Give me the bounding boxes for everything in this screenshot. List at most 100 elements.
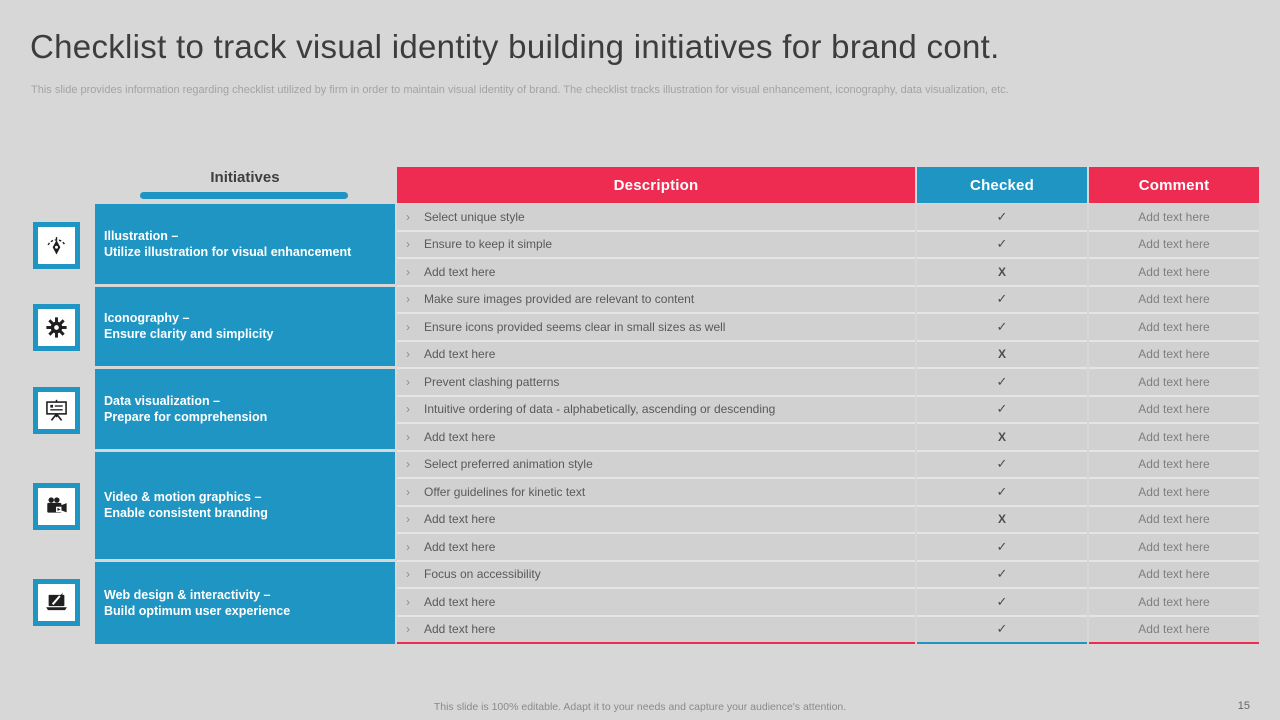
description-text: Add text here bbox=[424, 539, 496, 554]
chevron-bullet: › bbox=[406, 347, 410, 362]
check-mark: ✓ bbox=[917, 231, 1087, 259]
bottom-border-comment bbox=[1089, 641, 1259, 644]
comment-cell[interactable]: Add text here bbox=[1089, 231, 1259, 259]
description-text: Select preferred animation style bbox=[424, 457, 593, 472]
chevron-bullet: › bbox=[406, 484, 410, 499]
bottom-border-checked bbox=[917, 641, 1087, 644]
comment-cell[interactable]: Add text here bbox=[1089, 561, 1259, 589]
description-cell[interactable]: ›Add text here bbox=[397, 506, 915, 534]
comment-cell[interactable]: Add text here bbox=[1089, 479, 1259, 507]
video-camera-icon bbox=[33, 483, 80, 530]
description-text: Make sure images provided are relevant t… bbox=[424, 292, 695, 307]
description-cell[interactable]: ›Add text here bbox=[397, 616, 915, 644]
initiative-group: Iconography – Ensure clarity and simplic… bbox=[33, 286, 1259, 370]
chevron-bullet: › bbox=[406, 429, 410, 444]
chevron-bullet: › bbox=[406, 292, 410, 307]
initiative-panel: Web design & interactivity – Build optim… bbox=[95, 561, 395, 644]
table-row: ›Add text here✓Add text here bbox=[397, 616, 1259, 644]
description-text: Add text here bbox=[424, 594, 496, 609]
table-row: ›Add text here✓Add text here bbox=[397, 589, 1259, 617]
comment-cell[interactable]: Add text here bbox=[1089, 534, 1259, 562]
table-bottom-border bbox=[397, 641, 1259, 644]
description-cell: ›Select unique style bbox=[397, 204, 915, 232]
pen-tool-icon bbox=[33, 221, 80, 269]
initiative-panel: Data visualization – Prepare for compreh… bbox=[95, 369, 395, 452]
initiative-panel: Illustration – Utilize illustration for … bbox=[95, 204, 395, 287]
table-row: › Ensure icons provided seems clear in sm… bbox=[397, 314, 1259, 342]
description-text: Focus on accessibility bbox=[424, 567, 541, 582]
cross-mark: X bbox=[917, 424, 1087, 452]
initiative-subtitle: Build optimum user experience bbox=[104, 603, 291, 618]
page-number: 15 bbox=[1237, 700, 1250, 712]
description-text: Select unique style bbox=[424, 209, 525, 224]
check-mark: ✓ bbox=[917, 396, 1087, 424]
check-mark: ✓ bbox=[917, 589, 1087, 617]
chevron-bullet: › bbox=[406, 594, 410, 609]
checklist-table: Illustration – Utilize illustration for … bbox=[33, 204, 1259, 644]
gear-icon bbox=[33, 304, 80, 352]
table-row: › Make sure images provided are relevant … bbox=[397, 286, 1259, 314]
table-row: › Focus on accessibility ✓Add text here bbox=[397, 561, 1259, 589]
chevron-bullet: › bbox=[406, 319, 410, 334]
description-cell: › Intuitive ordering of data - alphabetic… bbox=[397, 396, 915, 424]
initiative-title: Web design & interactivity – bbox=[104, 587, 271, 602]
description-cell[interactable]: ›Add text here bbox=[397, 534, 915, 562]
comment-cell[interactable]: Add text here bbox=[1089, 369, 1259, 397]
cross-mark: X bbox=[917, 341, 1087, 369]
description-text: Add text here bbox=[424, 622, 496, 637]
comment-cell[interactable]: Add text here bbox=[1089, 589, 1259, 617]
description-cell: › Ensure icons provided seems clear in sm… bbox=[397, 314, 915, 342]
initiative-panel: Iconography – Ensure clarity and simplic… bbox=[95, 286, 395, 370]
chevron-bullet: › bbox=[406, 402, 410, 417]
description-cell: › Make sure images provided are relevant … bbox=[397, 286, 915, 314]
check-mark: ✓ bbox=[917, 314, 1087, 342]
initiative-subtitle: Enable consistent branding bbox=[104, 506, 268, 520]
header-checked: Checked bbox=[917, 167, 1087, 203]
comment-cell[interactable]: Add text here bbox=[1089, 341, 1259, 369]
comment-cell[interactable]: Add text here bbox=[1089, 204, 1259, 232]
cross-mark: X bbox=[917, 259, 1087, 287]
footer-note: This slide is 100% editable. Adapt it to… bbox=[433, 701, 847, 713]
initiatives-underline bbox=[140, 192, 348, 199]
description-text: Offer guidelines for kinetic text bbox=[424, 484, 586, 499]
chevron-bullet: › bbox=[406, 264, 410, 279]
description-text: Prevent clashing patterns bbox=[424, 374, 560, 389]
initiative-rows: ›Focus on accessibility✓Add text here›Ad… bbox=[397, 561, 1259, 644]
description-cell[interactable]: › Add text here bbox=[397, 589, 915, 617]
description-cell: ›Prevent clashing patterns bbox=[397, 369, 915, 397]
comment-cell[interactable]: Add text here bbox=[1089, 451, 1259, 479]
initiative-icon-cell bbox=[33, 452, 95, 562]
comment-cell[interactable]: Add text here bbox=[1089, 396, 1259, 424]
comment-cell[interactable]: Add text here bbox=[1089, 314, 1259, 342]
initiative-subtitle: Prepare for comprehension bbox=[104, 409, 268, 424]
table-row: ›Select preferred animation style✓Add te… bbox=[397, 451, 1259, 479]
initiative-icon-cell bbox=[33, 562, 95, 645]
comment-cell[interactable]: Add text here bbox=[1089, 286, 1259, 314]
comment-cell[interactable]: Add text here bbox=[1089, 506, 1259, 534]
initiative-panel: Video & motion graphics – Enable consist… bbox=[95, 451, 395, 562]
table-row: › Intuitive ordering of data - alphabetic… bbox=[397, 396, 1259, 424]
chevron-bullet: › bbox=[406, 567, 410, 582]
description-cell[interactable]: ›Add text here bbox=[397, 424, 915, 452]
comment-cell[interactable]: Add text here bbox=[1089, 424, 1259, 452]
initiative-group: Video & motion graphics – Enable consist… bbox=[33, 451, 1259, 562]
initiative-title: Data visualization – bbox=[104, 393, 221, 408]
table-row: ›Add text here✓Add text here bbox=[397, 534, 1259, 562]
initiative-title: Illustration – bbox=[104, 228, 179, 243]
description-cell[interactable]: ›Add text here bbox=[397, 341, 915, 369]
check-mark: ✓ bbox=[917, 561, 1087, 589]
bottom-border-description bbox=[397, 641, 915, 644]
description-text: Ensure icons provided seems clear in sma… bbox=[424, 319, 726, 334]
comment-cell[interactable]: Add text here bbox=[1089, 616, 1259, 644]
comment-cell[interactable]: Add text here bbox=[1089, 259, 1259, 287]
header-description: Description bbox=[397, 167, 915, 203]
description-text: Intuitive ordering of data - alphabetica… bbox=[424, 402, 776, 417]
table-row: ›Prevent clashing patterns✓Add text here bbox=[397, 369, 1259, 397]
description-cell[interactable]: ›Add text here bbox=[397, 259, 915, 287]
initiative-rows: ›Prevent clashing patterns✓Add text here… bbox=[397, 369, 1259, 452]
initiative-subtitle: Utilize illustration for visual enhancem… bbox=[104, 244, 352, 259]
initiative-group: Data visualization – Prepare for compreh… bbox=[33, 369, 1259, 452]
